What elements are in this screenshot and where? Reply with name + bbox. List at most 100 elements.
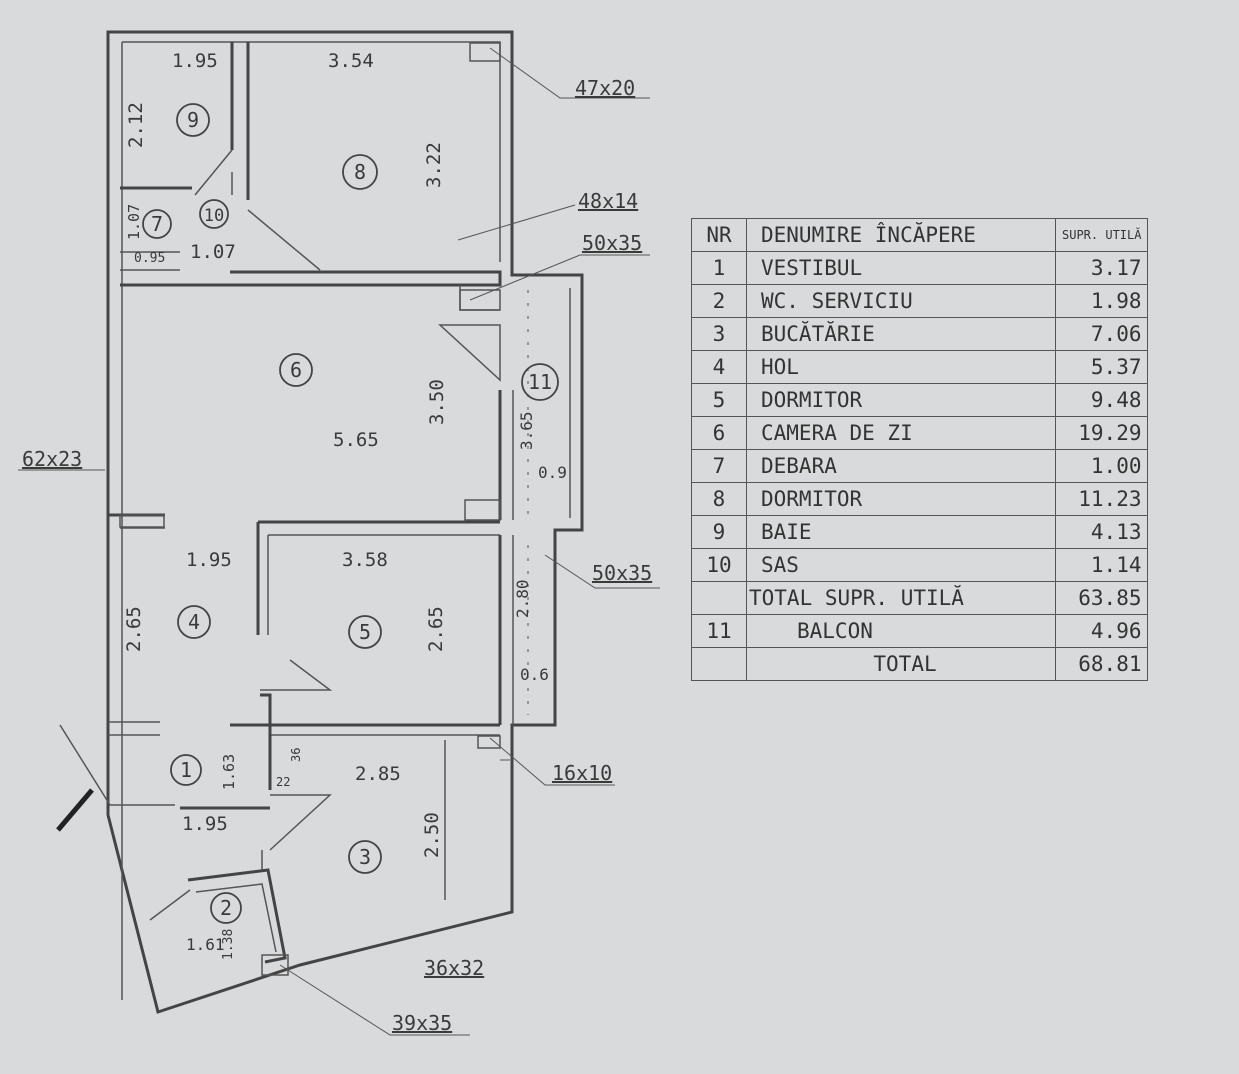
header-nr: NR [691,218,747,252]
room-number-9: 9 [187,108,199,132]
dim-debara-height: 1.07 [125,204,143,240]
dim-camera-height: 3.50 [426,379,448,425]
grand-total-label: TOTAL [746,647,1056,681]
dim-camera-width: 5.65 [333,429,379,451]
dim-wc-height: 1.38 [221,929,236,960]
callout-47x20: 47x20 [575,76,635,100]
dim-debara-width: 0.95 [134,251,165,266]
room-name-cell: CAMERA DE ZI [746,416,1056,450]
room-nr-cell: 5 [691,383,747,417]
dim-wc-width: 1.61 [186,935,225,954]
total-nr-cell [691,581,747,615]
room-nr-cell: 6 [691,416,747,450]
callout-leaders [18,47,660,1036]
dim-hol-width: 1.95 [186,549,232,571]
room-number-7: 7 [151,212,163,236]
walls [106,30,584,1014]
room-name-cell: HOL [746,350,1056,384]
room-number-8: 8 [354,160,366,184]
room-nr-cell: 7 [691,449,747,483]
dim-balcon-length: 3.65 [517,411,536,450]
grand-total-value: 68.81 [1054,647,1149,681]
room-nr-cell: 9 [691,515,747,549]
room-nr-cell: 2 [691,284,747,318]
room-area-cell: 3.17 [1054,251,1149,285]
dim-niche-22: 22 [276,775,290,789]
dim-baie-height: 2.12 [125,102,147,148]
room-name-cell: BAIE [746,515,1056,549]
callout-39x35: 39x35 [392,1011,452,1035]
room-number-10: 10 [204,206,224,226]
table-header-row: NR DENUMIRE ÎNCĂPERE SUPR. UTILĂ [691,218,1149,252]
grand-nr-cell [691,647,747,681]
room-name-cell: WC. SERVICIU [746,284,1056,318]
dim-baie-width: 1.95 [172,50,218,72]
room-number-1: 1 [180,758,192,782]
room-area-cell: 7.06 [1054,317,1149,351]
dim-dormitor-8-width: 3.54 [328,50,374,72]
callout-labels: 47x20 48x14 50x35 62x23 50x35 16x10 36x3… [22,76,652,1035]
room-number-circles [142,103,559,924]
room-area-cell: 19.29 [1054,416,1149,450]
balcony-name: BALCON [746,614,1056,648]
room-name-cell: BUCĂTĂRIE [746,317,1056,351]
total-label: TOTAL SUPR. UTILĂ [746,581,1056,615]
room-nr-cell: 10 [691,548,747,582]
dim-sas-width: 1.07 [190,241,236,263]
header-area: SUPR. UTILĂ [1054,218,1149,252]
callout-62x23: 62x23 [22,447,82,471]
room-number-2: 2 [220,896,232,920]
room-name-cell: DORMITOR [746,482,1056,516]
door-swings [56,149,510,921]
room-nr-cell: 8 [691,482,747,516]
room-name-cell: VESTIBUL [746,251,1056,285]
room-number-4: 4 [188,610,200,634]
grand-total-row: TOTAL 68.81 [691,647,1149,681]
room-name-cell: DEBARA [746,449,1056,483]
room-nr-cell: 4 [691,350,747,384]
room-area-cell: 1.98 [1054,284,1149,318]
room-name-cell: DORMITOR [746,383,1056,417]
header-room-name: DENUMIRE ÎNCĂPERE [746,218,1056,252]
dim-vestibul-width: 1.95 [182,813,228,835]
room-number-6: 6 [290,358,302,382]
dim-hol-height: 2.65 [123,606,145,652]
balcony-nr: 11 [691,614,747,648]
room-area-cell: 1.00 [1054,449,1149,483]
dim-balcon-lower-width: 0.6 [520,665,549,684]
balcony-area: 4.96 [1054,614,1149,648]
total-row: TOTAL SUPR. UTILĂ 63.85 [691,581,1149,615]
dim-dormitor-8-height: 3.22 [423,142,445,188]
dim-balcon-lower-length: 2.80 [513,579,532,618]
dimension-labels: 1.95 3.54 2.12 3.22 1.07 1.07 0.95 5.65 … [123,50,567,960]
callout-48x14: 48x14 [578,189,638,213]
dim-niche-36: 36 [289,748,303,762]
room-area-cell: 4.13 [1054,515,1149,549]
room-area-cell: 11.23 [1054,482,1149,516]
room-number-5: 5 [359,620,371,644]
room-nr-cell: 1 [691,251,747,285]
balcony-row: 11 BALCON 4.96 [691,614,1149,648]
callout-50x35-top: 50x35 [582,231,642,255]
callout-50x35-mid: 50x35 [592,561,652,585]
total-value: 63.85 [1054,581,1149,615]
dim-bucatarie-width: 2.85 [355,763,401,785]
room-numbers: 9 8 7 10 6 11 4 5 1 3 2 [151,108,552,920]
room-area-cell: 5.37 [1054,350,1149,384]
room-number-11: 11 [528,370,552,394]
room-number-3: 3 [359,845,371,869]
room-nr-cell: 3 [691,317,747,351]
dim-dormitor-5-height: 2.65 [425,606,447,652]
